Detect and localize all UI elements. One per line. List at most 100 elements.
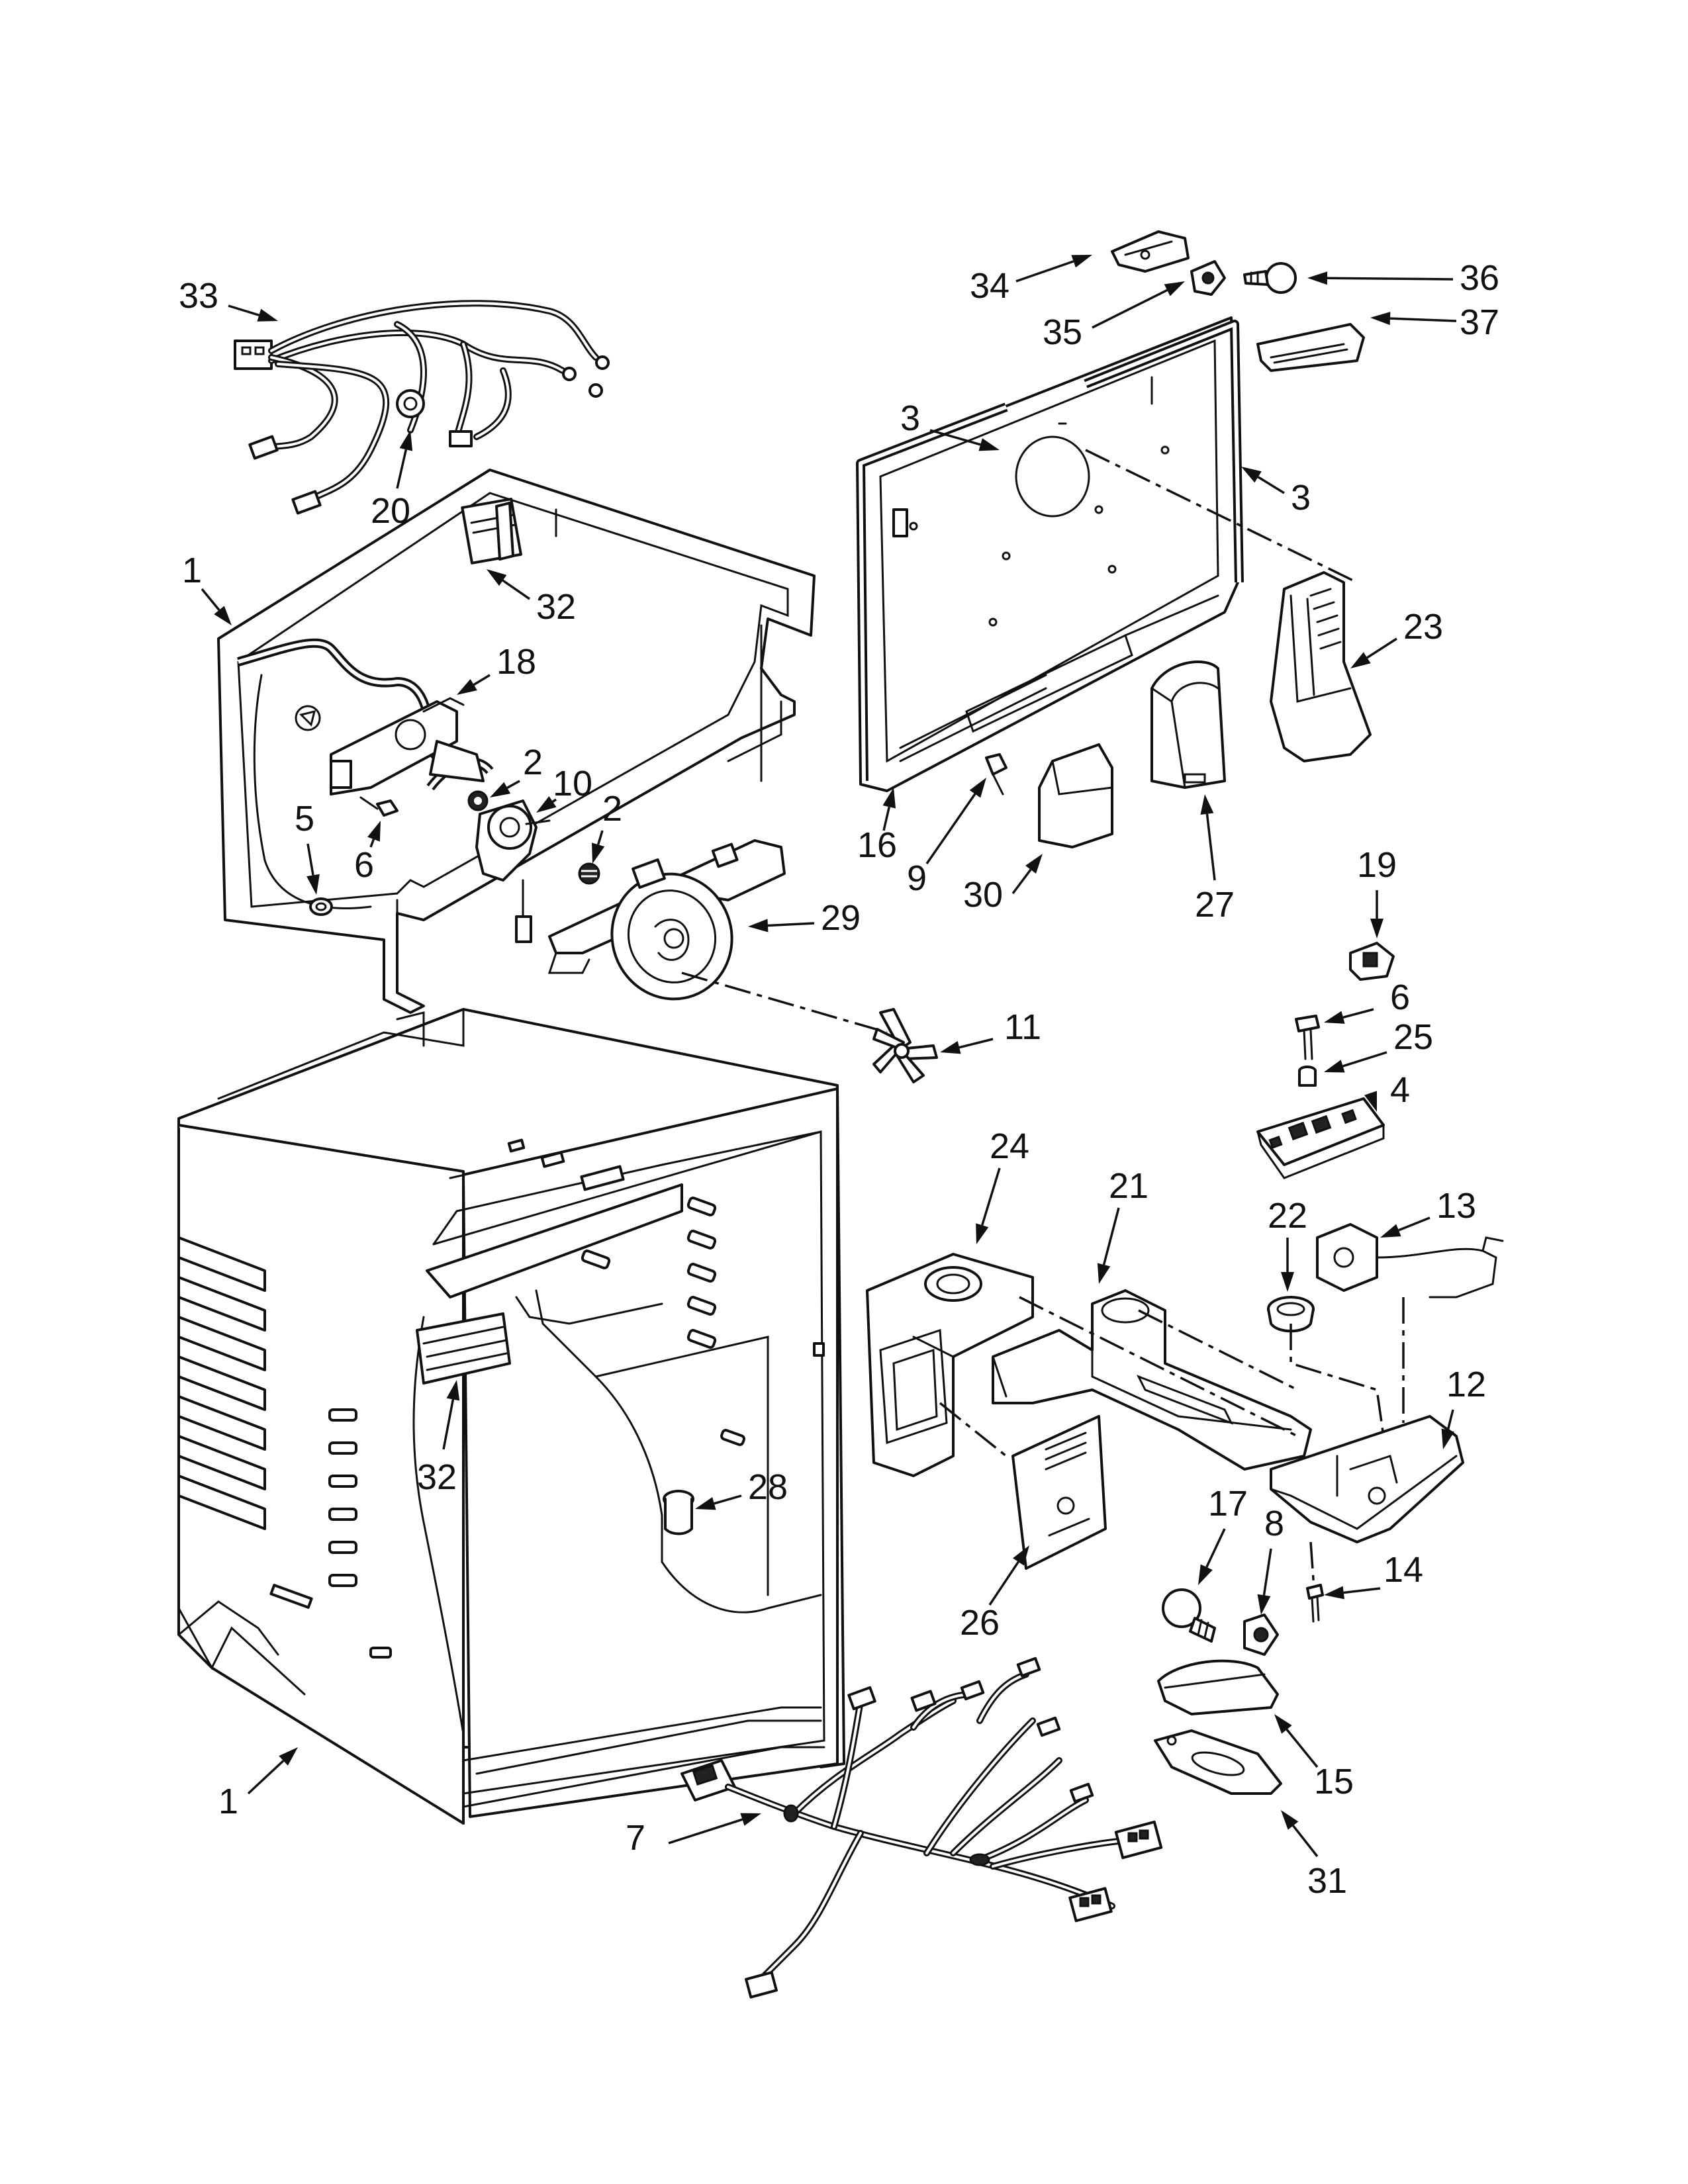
leader-arrowhead	[1257, 1594, 1271, 1615]
part-33-wire-harness	[234, 300, 610, 515]
leader-arrowhead	[969, 778, 986, 798]
callout-1: 1	[218, 1747, 298, 1821]
leader-arrowhead	[1364, 1091, 1377, 1112]
leader-arrowhead	[1164, 281, 1185, 296]
callout-number: 7	[626, 1818, 645, 1858]
callout-number: 17	[1208, 1484, 1248, 1524]
leader-line	[1286, 1729, 1319, 1768]
callout-13: 13	[1380, 1186, 1476, 1238]
leader-line	[882, 806, 890, 831]
leader-line	[1257, 476, 1285, 494]
part-2-grommet-a	[467, 790, 489, 811]
leader-arrowhead	[1241, 467, 1262, 483]
part-23-control-housing	[1270, 571, 1372, 762]
part-16-panel	[859, 316, 1239, 792]
callout-number: 25	[1393, 1017, 1433, 1057]
callout-28: 28	[695, 1467, 788, 1510]
leader-arrowhead	[592, 842, 605, 864]
leader-line	[1205, 813, 1216, 881]
leader-line	[1205, 1528, 1226, 1568]
callout-number: 19	[1357, 845, 1397, 885]
callout-14: 14	[1324, 1550, 1423, 1600]
callout-21: 21	[1097, 1166, 1149, 1284]
part-27-air-duct	[1150, 660, 1226, 789]
part-12-light-housing	[1270, 1415, 1464, 1543]
callout-number: 14	[1383, 1550, 1423, 1590]
leader-line	[1102, 1207, 1120, 1265]
leader-line	[473, 674, 491, 686]
callout-number: 24	[990, 1126, 1029, 1166]
leader-line	[369, 839, 375, 848]
callout-2: 2	[592, 789, 622, 864]
callout-35: 35	[1043, 281, 1185, 352]
callout-number: 18	[496, 642, 536, 682]
callout-27: 27	[1195, 794, 1235, 925]
leader-arrowhead	[1350, 652, 1371, 668]
callout-number: 34	[970, 266, 1009, 306]
leader-arrowhead	[1281, 1272, 1294, 1292]
callout-number: 26	[960, 1603, 1000, 1643]
leader-arrowhead	[1274, 1714, 1292, 1734]
callout-number: 27	[1195, 885, 1235, 925]
callout-2: 2	[490, 743, 543, 797]
leader-line	[981, 1167, 1001, 1226]
callout-32: 32	[487, 569, 576, 627]
leader-line	[201, 588, 220, 611]
part-34-light-cover	[1111, 230, 1190, 273]
callout-number: 2	[523, 743, 543, 782]
part-19-switch	[1349, 942, 1395, 981]
part-35-socket	[1190, 260, 1226, 296]
callout-29: 29	[748, 898, 861, 938]
leader-line	[959, 1038, 994, 1049]
leader-arrowhead	[1200, 794, 1214, 815]
callout-number: 37	[1460, 302, 1499, 342]
leader-line	[767, 922, 815, 927]
leader-line	[1343, 1587, 1381, 1594]
leader-line	[988, 1561, 1019, 1606]
part-5-gasket-ring	[309, 897, 333, 916]
part-7-wire-harness	[680, 1657, 1163, 1999]
leader-arrowhead	[1380, 1224, 1401, 1238]
callout-number: 9	[907, 858, 927, 898]
fan-axis-line	[681, 972, 888, 1034]
callout-number: 4	[1390, 1070, 1410, 1110]
callout-9: 9	[907, 778, 986, 898]
callout-6: 6	[354, 821, 381, 885]
callout-3: 3	[900, 398, 1000, 451]
leader-line	[502, 579, 530, 600]
leader-line	[1446, 1409, 1454, 1431]
callout-number: 30	[963, 875, 1003, 915]
callout-number: 10	[553, 764, 592, 803]
part-17-bulb	[1162, 1588, 1216, 1643]
leader-arrowhead	[399, 430, 413, 451]
leader-line	[929, 429, 981, 446]
callout-number: 29	[821, 898, 861, 938]
leader-arrowhead	[457, 678, 477, 695]
leader-arrowhead	[279, 1747, 298, 1766]
leader-line	[247, 1760, 285, 1795]
assembly-line-c	[1289, 1324, 1385, 1437]
leader-line	[551, 798, 557, 803]
callout-number: 3	[1291, 478, 1311, 518]
leader-arrowhead	[695, 1497, 716, 1510]
leader-arrowhead	[1198, 1564, 1213, 1585]
callout-number: 35	[1043, 312, 1082, 352]
part-18-bracket	[330, 697, 465, 796]
leader-line	[396, 449, 408, 489]
leader-arrowhead	[536, 796, 557, 813]
callout-7: 7	[626, 1813, 761, 1858]
leader-line	[228, 304, 259, 316]
callout-number: 16	[857, 825, 897, 865]
part-36-bulb	[1243, 262, 1297, 294]
part-21-duct-assembly	[992, 1289, 1312, 1471]
callout-number: 28	[748, 1467, 788, 1507]
callout-12: 12	[1441, 1365, 1486, 1449]
callout-number: 15	[1314, 1762, 1354, 1801]
leader-line	[1342, 1008, 1374, 1019]
callout-33: 33	[179, 276, 278, 322]
part-14-screw	[1306, 1584, 1324, 1623]
leader-line	[506, 780, 520, 789]
part-1-inner-frame	[426, 740, 494, 791]
leader-arrowhead	[882, 788, 896, 809]
